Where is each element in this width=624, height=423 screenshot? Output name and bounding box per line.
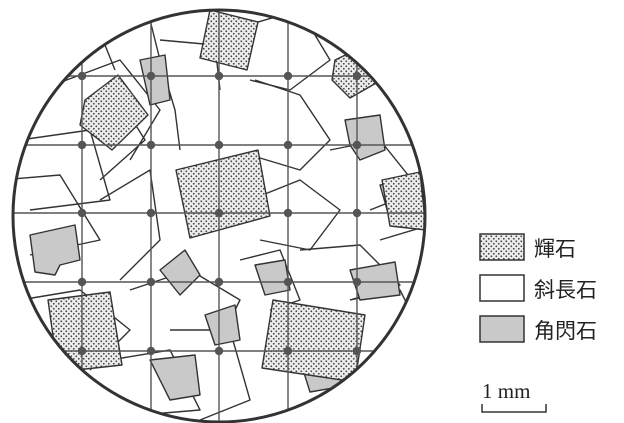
grid-point [284, 72, 292, 80]
grid-point [353, 278, 361, 286]
plagioclase-swatch [480, 275, 524, 301]
pyroxene-swatch [480, 234, 524, 260]
legend-label-hornblende: 角閃石 [534, 319, 597, 343]
legend-label-pyroxene: 輝石 [534, 237, 576, 261]
grid-point [353, 347, 361, 355]
grid-point [353, 141, 361, 149]
grid-point [353, 72, 361, 80]
grid-point [284, 141, 292, 149]
legend-item-pyroxene: 輝石 [480, 234, 576, 261]
grid-point [284, 347, 292, 355]
grid-point [147, 278, 155, 286]
grid-point [147, 347, 155, 355]
grid-point [215, 141, 223, 149]
grid-point [215, 72, 223, 80]
grid-point [353, 209, 361, 217]
legend: 輝石 斜長石 角閃石 [480, 234, 597, 343]
legend-item-hornblende: 角閃石 [480, 316, 597, 343]
hornblende-swatch [480, 316, 524, 342]
grid-point [78, 209, 86, 217]
scale-bar-label: 1 mm [482, 379, 530, 403]
grid-point [147, 72, 155, 80]
legend-item-plagioclase: 斜長石 [480, 275, 597, 302]
grid-point [78, 347, 86, 355]
grid-point [215, 347, 223, 355]
grid-point [147, 209, 155, 217]
field-of-view [0, 0, 440, 423]
grid-point [284, 209, 292, 217]
legend-label-plagioclase: 斜長石 [534, 278, 597, 302]
grid-point [284, 278, 292, 286]
scale-bar: 1 mm [482, 379, 546, 412]
grid-point [78, 141, 86, 149]
grid-point [78, 72, 86, 80]
grid-point [78, 278, 86, 286]
grid-point [215, 278, 223, 286]
grid-point [215, 209, 223, 217]
grid-point [147, 141, 155, 149]
scale-bar-line [482, 404, 546, 412]
